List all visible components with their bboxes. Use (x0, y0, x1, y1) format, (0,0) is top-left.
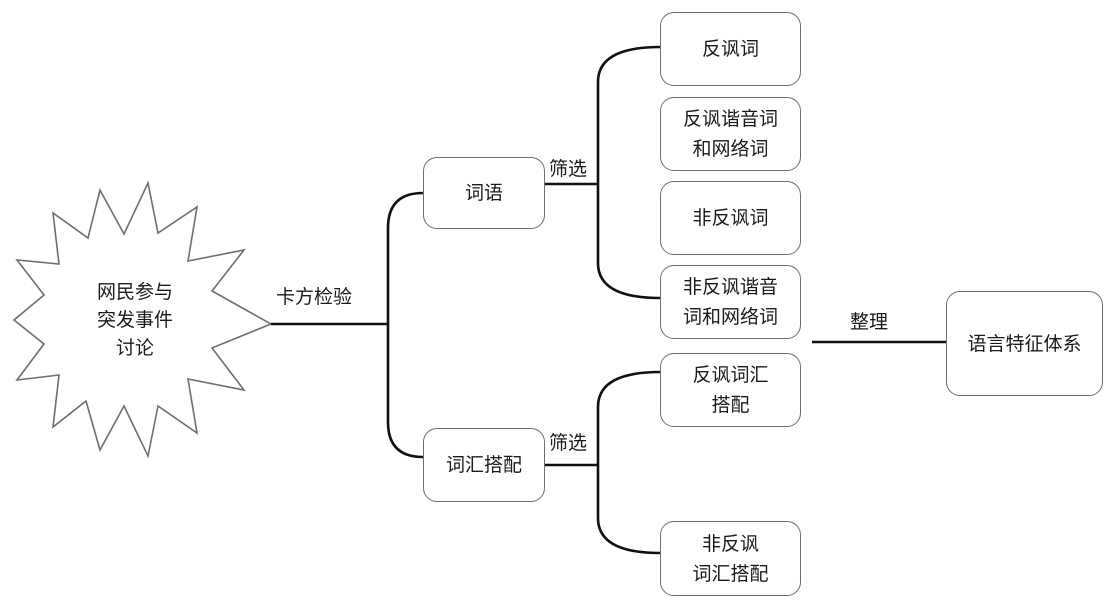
bracket-categories (386, 191, 424, 459)
source-label: 网民参与 突发事件 讨论 (96, 281, 173, 359)
bracket-collocation-types (596, 370, 661, 555)
source-starburst (12, 180, 273, 459)
node-words: 词语 (423, 157, 545, 229)
edge-label-organize: 整理 (850, 311, 889, 333)
edge-label-filter-collocations: 筛选 (549, 432, 588, 454)
node-collocation-type-ironic: 反讽词汇 搭配 (660, 353, 801, 427)
node-word-type-ironic-homophone: 反讽谐音词 和网络词 (660, 97, 801, 171)
edge-label-filter-words: 筛选 (549, 158, 588, 180)
node-word-type-non-ironic: 非反讽词 (660, 181, 801, 255)
node-collocation-type-non-ironic: 非反讽 词汇搭配 (660, 521, 801, 596)
node-collocations: 词汇搭配 (423, 428, 545, 502)
node-word-type-ironic: 反讽词 (660, 12, 801, 86)
edge-label-chi-square: 卡方检验 (276, 286, 353, 308)
node-result: 语言特征体系 (946, 291, 1103, 396)
bracket-word-types (596, 45, 661, 300)
node-word-type-non-ironic-homophone: 非反讽谐音 词和网络词 (660, 265, 801, 339)
